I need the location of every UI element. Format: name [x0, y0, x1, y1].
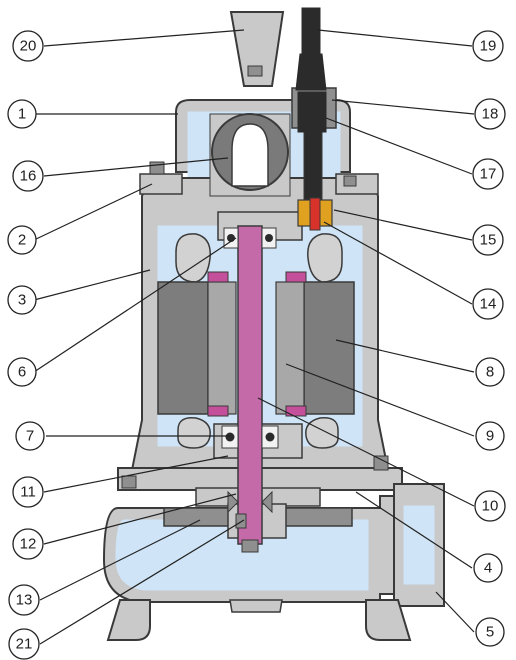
- pump-body: [102, 7, 445, 641]
- callout-21: 21: [8, 628, 40, 660]
- leader-18: [331, 99, 475, 115]
- foot-middle: [229, 599, 283, 613]
- leader-14: [323, 221, 473, 305]
- shaft-nut: [241, 539, 259, 553]
- stator-right: [303, 281, 355, 415]
- callout-label: 16: [20, 168, 37, 185]
- flange-bolt-left: [149, 161, 165, 175]
- callout-20: 20: [12, 30, 44, 62]
- leader-6: [33, 237, 237, 373]
- upper-flange-right: [335, 173, 379, 195]
- callout-label: 10: [482, 498, 499, 515]
- power-cable: [301, 7, 321, 57]
- leader-10: [257, 397, 475, 507]
- stator-band-bottom-left: [207, 405, 229, 417]
- callout-18: 18: [474, 98, 506, 130]
- leader-16: [43, 157, 229, 177]
- winding-end-top-right: [307, 233, 343, 283]
- winding-end-bottom-left: [177, 417, 211, 449]
- callout-badges: 20 19 1 18 16 17 2 15 3 14 6: [7, 30, 506, 660]
- callout-14: 14: [472, 288, 504, 320]
- callout-1: 1: [7, 99, 37, 129]
- bearing-lower: [221, 425, 279, 449]
- callout-13: 13: [8, 584, 40, 616]
- callout-6: 6: [7, 357, 37, 387]
- callout-5: 5: [475, 617, 505, 647]
- callout-10: 10: [474, 490, 506, 522]
- cable-gland: [297, 91, 327, 133]
- handle-bolt: [247, 65, 263, 77]
- callout-label: 15: [480, 232, 497, 249]
- leader-11: [43, 455, 229, 493]
- leader-21: [39, 519, 245, 645]
- callout-12: 12: [12, 528, 44, 560]
- stator-band-top-left: [207, 271, 229, 283]
- shaft-key: [235, 513, 247, 529]
- stator-band-bottom-right: [285, 405, 307, 417]
- callout-11: 11: [12, 476, 44, 508]
- callout-label: 6: [18, 364, 26, 381]
- callout-label: 5: [486, 624, 494, 641]
- callout-label: 3: [18, 292, 26, 309]
- motor-shaft: [237, 225, 263, 545]
- discharge-bore: [403, 505, 435, 585]
- rotor-left: [207, 281, 237, 415]
- leader-lines: [33, 29, 475, 645]
- callout-7: 7: [15, 421, 45, 451]
- leader-12: [43, 493, 237, 545]
- callout-label: 17: [480, 166, 497, 183]
- leader-17: [325, 117, 473, 175]
- leader-9: [285, 363, 475, 437]
- leader-3: [33, 269, 151, 301]
- callout-label: 20: [20, 38, 37, 55]
- flange-bolt-right: [343, 175, 357, 187]
- stator-band-top-right: [285, 271, 307, 283]
- callout-label: 7: [26, 428, 34, 445]
- mid-flange-bolt-right: [373, 455, 389, 471]
- callout-17: 17: [472, 158, 504, 190]
- mid-flange-bolt-left: [121, 475, 137, 489]
- leader-19: [317, 29, 473, 47]
- callout-label: 9: [486, 428, 494, 445]
- callout-4: 4: [473, 553, 503, 583]
- callout-label: 14: [480, 296, 497, 313]
- callout-label: 11: [20, 484, 36, 501]
- callout-label: 1: [18, 106, 26, 123]
- callout-9: 9: [475, 421, 505, 451]
- stator-left: [157, 281, 209, 415]
- winding-end-top-left: [175, 233, 211, 283]
- callout-8: 8: [475, 357, 505, 387]
- cable-loop-slot: [231, 123, 269, 187]
- callout-label: 18: [482, 106, 499, 123]
- callout-label: 2: [18, 232, 26, 249]
- rotor-right: [275, 281, 305, 415]
- leader-8: [335, 339, 475, 373]
- leader-2: [33, 183, 153, 241]
- leader-4: [355, 491, 473, 569]
- foot-right: [365, 599, 412, 641]
- leader-15: [333, 209, 473, 241]
- winding-end-bottom-right: [305, 417, 339, 449]
- mechanical-seal: [227, 490, 273, 514]
- callout-label: 4: [484, 560, 492, 577]
- callout-label: 12: [20, 536, 37, 553]
- callout-label: 8: [486, 364, 494, 381]
- terminal-pin: [309, 197, 321, 231]
- leader-5: [435, 591, 475, 633]
- leader-20: [43, 29, 245, 47]
- callout-label: 19: [480, 38, 497, 55]
- callout-2: 2: [7, 225, 37, 255]
- upper-flange-left: [139, 173, 183, 195]
- callout-19: 19: [472, 30, 504, 62]
- leader-13: [39, 519, 201, 601]
- callout-3: 3: [7, 285, 37, 315]
- callout-16: 16: [12, 160, 44, 192]
- foot-left: [106, 599, 151, 641]
- callout-label: 13: [16, 592, 33, 609]
- cable-wires: [303, 127, 323, 201]
- callout-label: 21: [16, 636, 33, 653]
- cable-strain-relief: [295, 53, 327, 91]
- callout-15: 15: [472, 224, 504, 256]
